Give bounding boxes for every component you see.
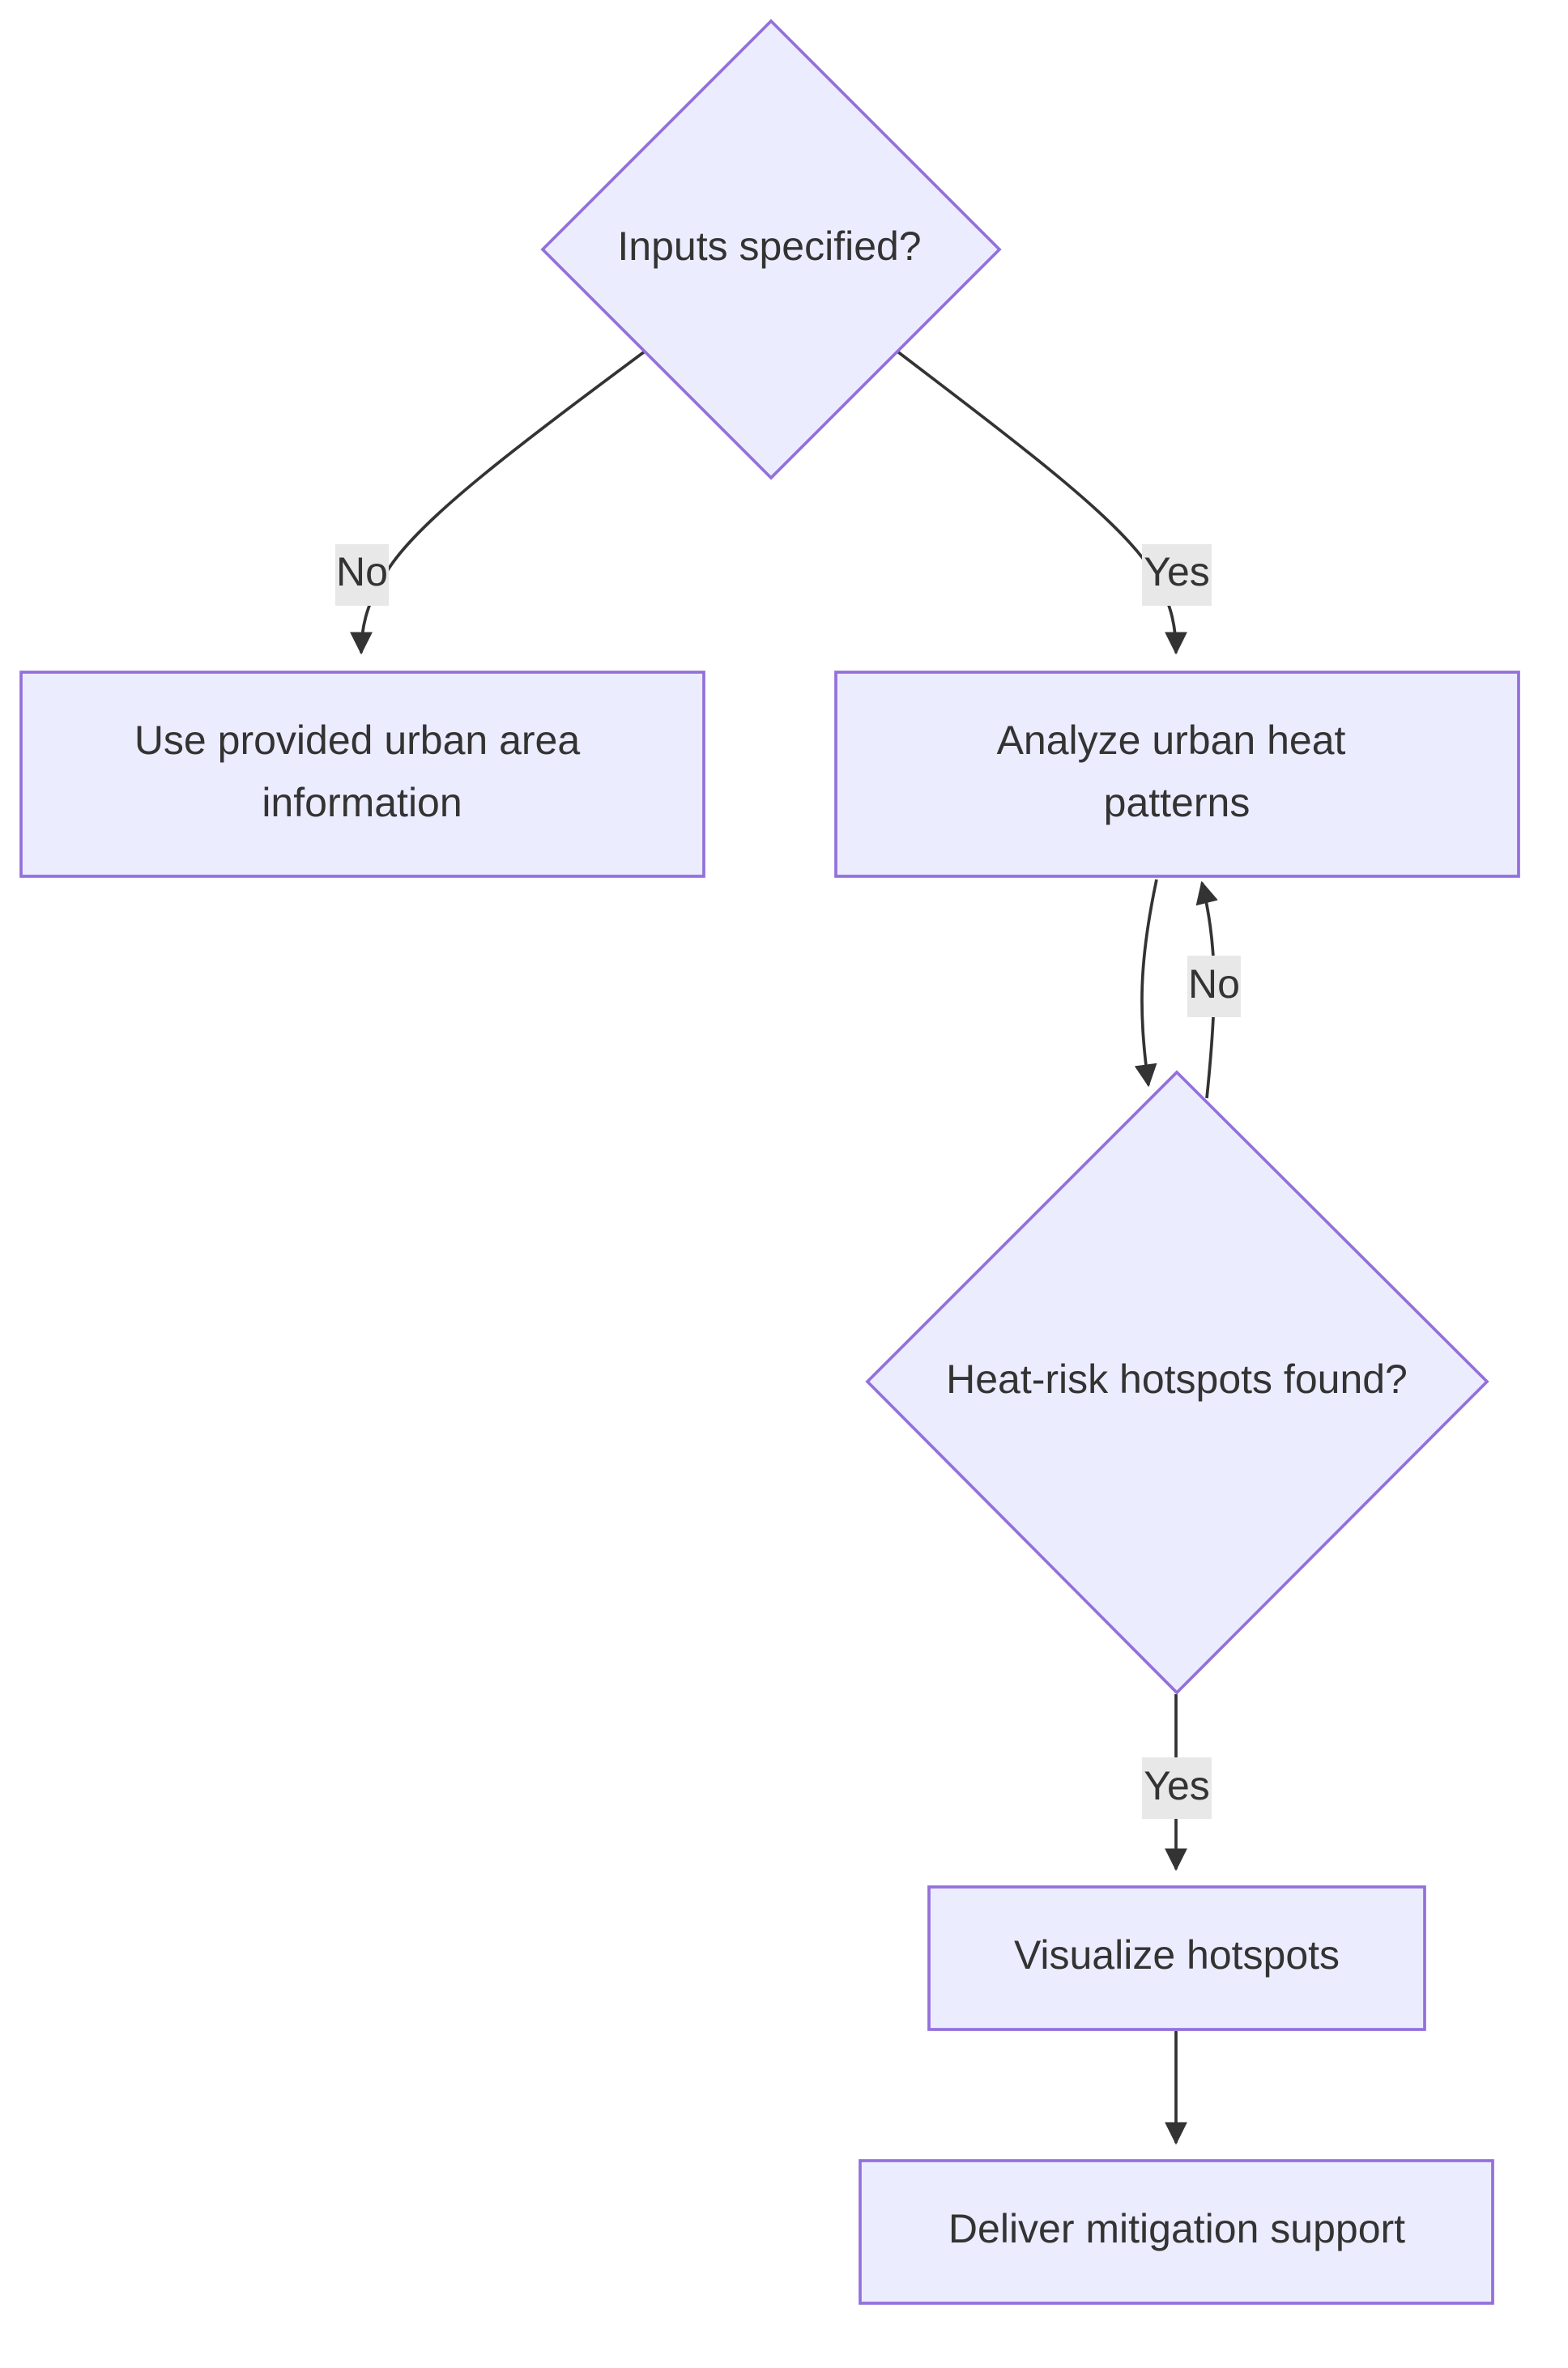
edge-label-inputs-no: No <box>335 544 389 606</box>
svg-text:Heat-risk hotspots found?: Heat-risk hotspots found? <box>946 1356 1408 1402</box>
svg-text:Deliver mitigation support: Deliver mitigation support <box>948 2206 1405 2251</box>
process-analyze-heat-patterns: Analyze urban heat patterns <box>834 671 1520 878</box>
edge-labels: No Yes No Yes <box>335 544 1241 1819</box>
decision-hotspots-found: Heat-risk hotspots found? <box>865 1070 1489 1695</box>
nodes: Inputs specified? Use provided urban are… <box>19 19 1520 2305</box>
svg-text:Inputs specified?: Inputs specified? <box>617 224 921 269</box>
svg-text:Yes: Yes <box>1144 549 1210 594</box>
svg-text:patterns: patterns <box>1104 780 1251 825</box>
svg-text:information: information <box>262 780 462 825</box>
decision-inputs-specified: Inputs specified? <box>540 19 1002 480</box>
edge-label-hotspots-yes: Yes <box>1142 1757 1212 1819</box>
svg-text:No: No <box>336 549 388 594</box>
process-deliver-mitigation: Deliver mitigation support <box>859 2159 1494 2305</box>
svg-text:Visualize hotspots: Visualize hotspots <box>1014 1932 1340 1978</box>
edge-label-inputs-yes: Yes <box>1142 544 1212 606</box>
process-visualize-hotspots: Visualize hotspots <box>927 1885 1426 2031</box>
edge-inputs-yes <box>896 350 1187 655</box>
edge-label-hotspots-no: No <box>1187 956 1241 1017</box>
edge-inputs-no <box>350 350 646 655</box>
svg-text:Yes: Yes <box>1144 1763 1210 1808</box>
edge-analyze-to-hotspots <box>1134 879 1158 1088</box>
svg-text:No: No <box>1188 961 1240 1007</box>
svg-text:Use provided urban area: Use provided urban area <box>134 718 581 763</box>
svg-text:Analyze urban heat: Analyze urban heat <box>997 718 1346 763</box>
process-use-provided-info: Use provided urban area information <box>19 671 705 878</box>
